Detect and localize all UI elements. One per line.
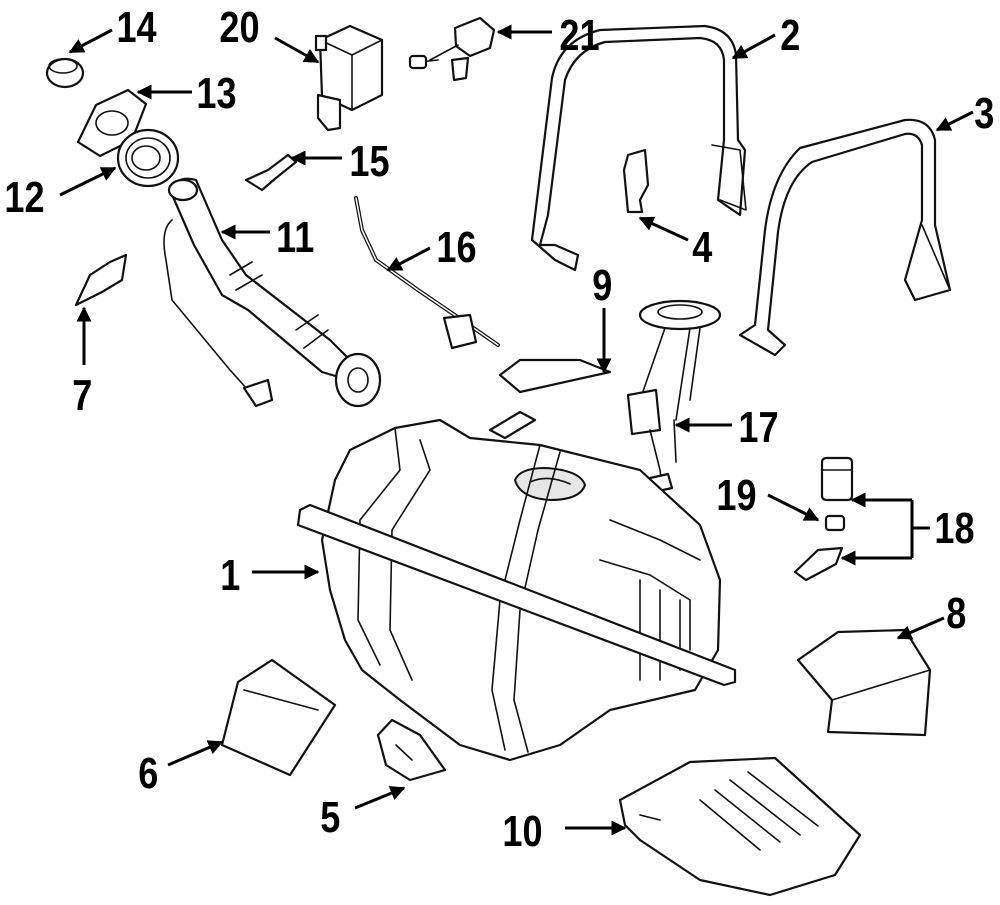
callout-18: 18	[934, 504, 974, 553]
leader-14	[68, 28, 113, 54]
callout-13: 13	[196, 69, 236, 118]
callout-11: 11	[276, 213, 314, 262]
leader-3	[935, 110, 974, 132]
callout-1: 1	[220, 551, 240, 600]
callout-3: 3	[974, 89, 994, 138]
callout-21: 21	[559, 11, 599, 60]
leader-5	[354, 786, 406, 810]
callout-8: 8	[946, 589, 966, 638]
part-strap-rear	[530, 24, 747, 272]
leader-8	[896, 616, 945, 640]
callout-16: 16	[436, 223, 476, 272]
callout-14: 14	[116, 3, 157, 52]
leader-18-bracket	[910, 500, 930, 558]
part-control-module	[314, 24, 384, 132]
callout-5: 5	[320, 793, 340, 842]
part-small-bracket	[622, 148, 650, 214]
callout-6: 6	[138, 749, 158, 798]
callout-20: 20	[219, 3, 259, 52]
leader-2	[731, 33, 776, 60]
callout-17: 17	[738, 403, 778, 452]
leader-16	[386, 246, 431, 272]
part-fuel-sender	[626, 299, 722, 494]
callout-labels: 1 2 3 4 5 6 7 8 9 10 11 12 13 14 15 16 1…	[4, 3, 994, 856]
callout-12: 12	[4, 173, 44, 222]
part-heat-shield-front	[220, 658, 337, 777]
leader-19	[767, 493, 820, 522]
leader-20	[274, 36, 320, 64]
part-fuel-tank	[296, 410, 737, 762]
leader-4	[638, 216, 689, 242]
part-pump-filter	[820, 456, 854, 502]
part-vent-hose	[354, 196, 500, 350]
part-pump-insulator	[824, 514, 846, 532]
part-strap-front	[738, 118, 952, 357]
part-mount-bracket	[376, 718, 447, 782]
callout-4: 4	[692, 223, 713, 272]
part-neck-bracket	[74, 253, 128, 307]
callout-9: 9	[592, 261, 612, 310]
callout-15: 15	[349, 137, 389, 186]
part-heat-shield-side	[796, 628, 932, 737]
part-skid-plate	[618, 756, 862, 897]
part-filler-cap	[45, 57, 85, 89]
leader-6	[167, 740, 224, 767]
callout-7: 7	[72, 371, 92, 420]
part-clip	[244, 153, 298, 192]
leader-12	[59, 166, 117, 197]
callout-19: 19	[716, 471, 756, 520]
part-filler-neck	[163, 177, 382, 408]
callout-2: 2	[780, 11, 800, 60]
part-heat-shield-small	[498, 358, 612, 394]
part-pump-strainer	[793, 546, 844, 582]
callout-leaders	[59, 24, 974, 836]
callout-10: 10	[502, 807, 542, 856]
part-filler-housing	[116, 128, 180, 188]
part-sensor-connector	[408, 16, 496, 82]
